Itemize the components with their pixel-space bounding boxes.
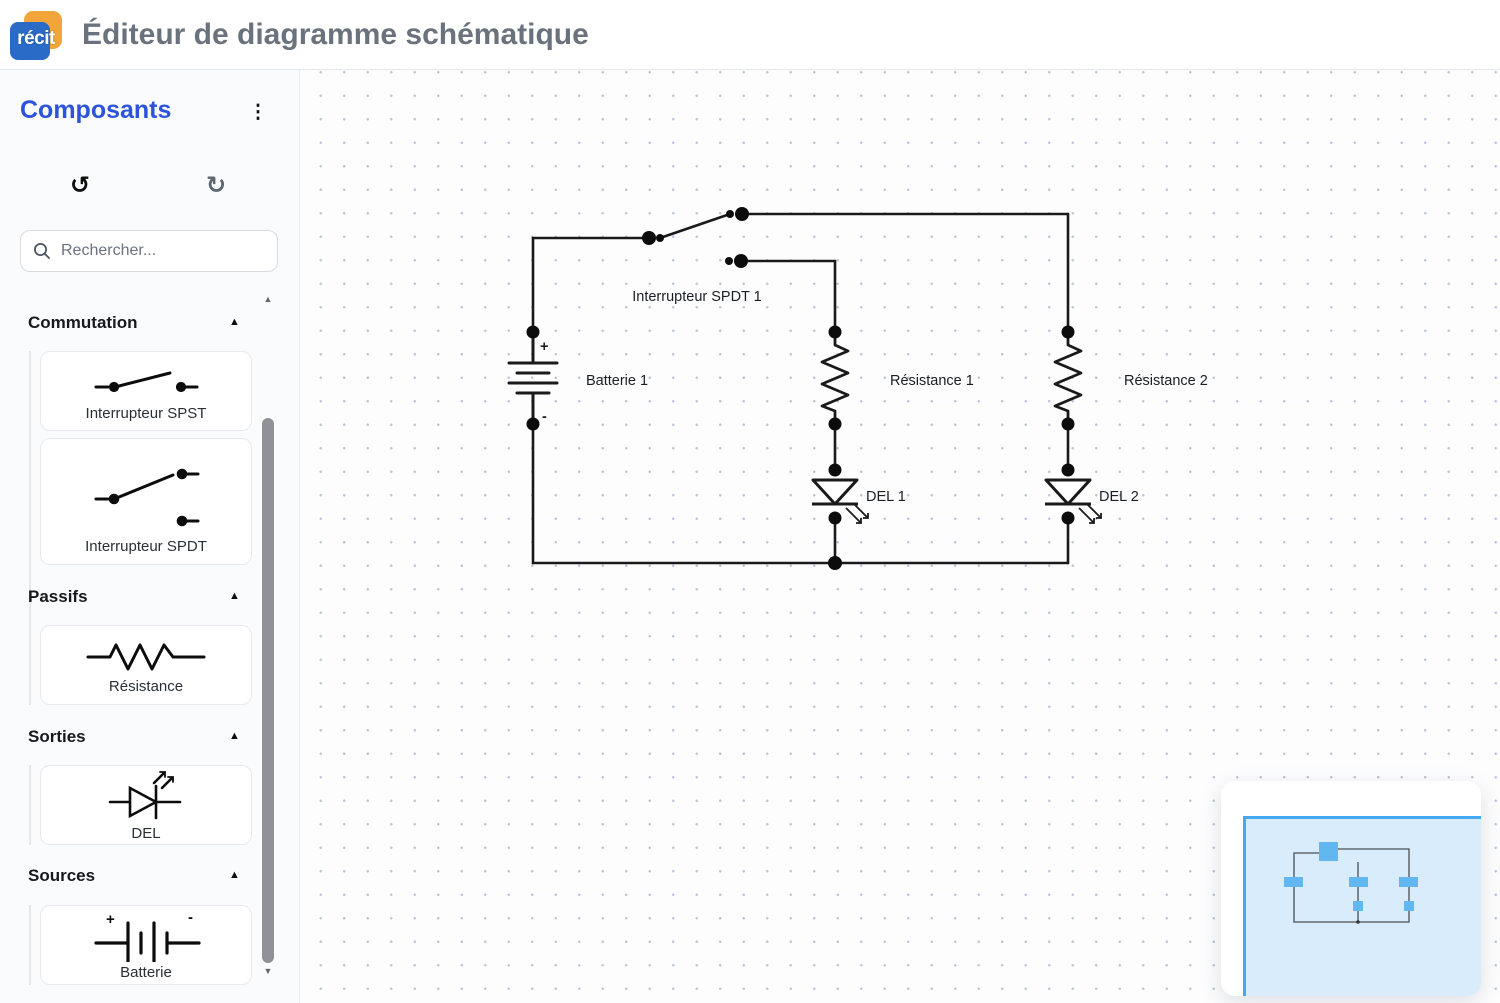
collapse-icon-commutation[interactable]: ▲ [229, 316, 240, 328]
led1-label: DEL 1 [866, 489, 906, 505]
spst-switch-icon [94, 371, 199, 392]
component-label: Batterie [120, 963, 172, 981]
section-sorties[interactable]: Sorties [28, 727, 86, 746]
battery-label: Batterie 1 [586, 373, 648, 389]
section-guide [29, 625, 31, 705]
battery-minus-sign: - [188, 910, 193, 926]
section-sources[interactable]: Sources [28, 866, 96, 885]
component-label: Résistance [108, 677, 184, 695]
battery-minus-sign: - [542, 409, 547, 425]
resistor2-label: Résistance 2 [1124, 373, 1208, 389]
component-label: Interrupteur SPDT [85, 538, 207, 555]
resistor-icon [86, 643, 206, 670]
section-commutation[interactable]: Commutation [28, 313, 138, 332]
collapse-icon-passifs[interactable]: ▲ [229, 590, 240, 602]
sidebar-scroll-up[interactable]: ▲ [263, 294, 273, 304]
spdt-switch-icon [94, 468, 200, 527]
minimap[interactable] [1221, 781, 1481, 996]
battery-component[interactable]: + - Batterie 1 [507, 325, 648, 431]
component-search[interactable] [20, 230, 278, 272]
battery-plus-sign: + [106, 911, 115, 928]
minimap-viewport[interactable] [1243, 816, 1481, 996]
component-card-spst[interactable]: Interrupteur SPST [40, 351, 252, 431]
search-icon [34, 243, 50, 259]
minimap-circuit [1284, 842, 1418, 924]
component-card-spdt[interactable]: Interrupteur SPDT [40, 438, 252, 565]
led1-component[interactable]: DEL 1 [811, 463, 906, 525]
sidebar-title: Composants [20, 96, 172, 124]
page-title: Éditeur de diagramme schématique [82, 17, 589, 51]
switch-spdt-component[interactable]: Interrupteur SPDT 1 [632, 207, 762, 305]
component-card-battery[interactable]: + - Batterie [40, 905, 252, 985]
led2-component[interactable]: DEL 2 [1044, 463, 1139, 525]
circuit-diagram: Interrupteur SPDT 1 + - Batterie 1 [507, 207, 1208, 570]
section-guide [29, 905, 31, 985]
logo-text: récit [17, 27, 55, 49]
recit-logo: récit [8, 8, 64, 62]
app-header: récit Éditeur de diagramme schématique [0, 0, 1500, 70]
redo-button[interactable]: ↻ [205, 171, 227, 199]
components-sidebar: Composants ⋮ ↺ ↻ Commutation ▲ Interrupt… [0, 70, 300, 1003]
section-passifs[interactable]: Passifs [28, 587, 88, 606]
led2-label: DEL 2 [1099, 489, 1139, 505]
undo-button[interactable]: ↺ [69, 171, 91, 199]
component-card-resistor[interactable]: Résistance [40, 625, 252, 705]
component-label: Interrupteur SPST [85, 404, 207, 422]
sidebar-scroll-down[interactable]: ▼ [263, 966, 273, 976]
battery-icon: + - [94, 910, 201, 962]
collapse-icon-sources[interactable]: ▲ [229, 869, 240, 881]
diagram-canvas[interactable]: Interrupteur SPDT 1 + - Batterie 1 [300, 70, 1500, 1003]
battery-plus-sign: + [540, 339, 548, 355]
component-card-led[interactable]: DEL [40, 765, 252, 845]
collapse-icon-sorties[interactable]: ▲ [229, 730, 240, 742]
component-label: DEL [131, 824, 161, 842]
logo-blue-square [10, 21, 50, 60]
resistor1-label: Résistance 1 [890, 373, 974, 389]
section-guide [29, 765, 31, 845]
led-icon [108, 770, 182, 819]
resistor1-component[interactable]: Résistance 1 [820, 325, 974, 471]
sidebar-scrollbar-thumb[interactable] [262, 418, 274, 963]
section-guide [29, 351, 31, 635]
switch-label: Interrupteur SPDT 1 [632, 289, 762, 305]
junction-dot [828, 556, 842, 570]
search-input[interactable] [61, 242, 251, 260]
kebab-menu-icon[interactable]: ⋮ [248, 102, 268, 123]
resistor2-component[interactable]: Résistance 2 [1053, 325, 1208, 471]
